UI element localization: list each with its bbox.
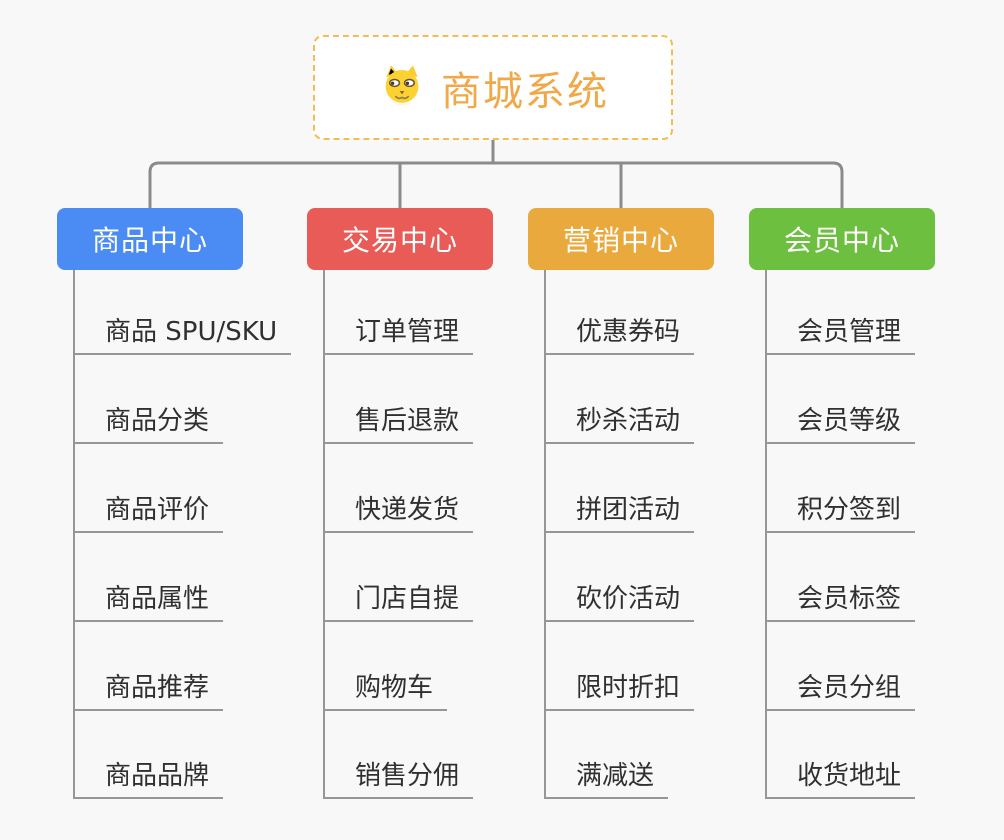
subtopic-item[interactable]: 限时折扣 xyxy=(544,670,695,711)
subtopic-item[interactable]: 拼团活动 xyxy=(544,492,695,533)
branch-rail-line xyxy=(148,161,844,208)
root-topic[interactable]: 商城系统 xyxy=(313,35,673,140)
subtopic-item[interactable]: 商品分类 xyxy=(73,403,224,444)
subtopic-item[interactable]: 收货地址 xyxy=(765,758,916,799)
subtopic-item[interactable]: 优惠券码 xyxy=(544,314,695,355)
subtopic-item[interactable]: 砍价活动 xyxy=(544,581,695,622)
subtopic-item[interactable]: 门店自提 xyxy=(323,581,474,622)
branch-spine-line xyxy=(544,270,546,799)
subtopic-item[interactable]: 满减送 xyxy=(544,758,669,799)
subtopic-item[interactable]: 销售分佣 xyxy=(323,758,474,799)
subtopic-item[interactable]: 商品推荐 xyxy=(73,670,224,711)
branch-node-trade-center[interactable]: 交易中心 xyxy=(307,208,493,270)
subtopic-item[interactable]: 商品评价 xyxy=(73,492,224,533)
branch-spine-line xyxy=(765,270,767,799)
subtopic-item[interactable]: 会员等级 xyxy=(765,403,916,444)
subtopic-item[interactable]: 售后退款 xyxy=(323,403,474,444)
subtopic-item[interactable]: 商品属性 xyxy=(73,581,224,622)
subtopic-item[interactable]: 积分签到 xyxy=(765,492,916,533)
subtopic-item[interactable]: 会员分组 xyxy=(765,670,916,711)
branch-node-product-center[interactable]: 商品中心 xyxy=(57,208,243,270)
subtopic-item[interactable]: 会员标签 xyxy=(765,581,916,622)
dog-face-icon xyxy=(385,64,419,106)
branch-node-marketing-center[interactable]: 营销中心 xyxy=(528,208,714,270)
subtopic-item[interactable]: 会员管理 xyxy=(765,314,916,355)
root-topic-label: 商城系统 xyxy=(441,68,609,115)
subtopic-item[interactable]: 商品 SPU/SKU xyxy=(73,314,292,355)
branch-spine-line xyxy=(73,270,75,799)
subtopic-item[interactable]: 商品品牌 xyxy=(73,758,224,799)
subtopic-item[interactable]: 订单管理 xyxy=(323,314,474,355)
subtopic-item[interactable]: 秒杀活动 xyxy=(544,403,695,444)
branch-spine-line xyxy=(323,270,325,799)
branch-node-member-center[interactable]: 会员中心 xyxy=(749,208,935,270)
subtopic-item[interactable]: 购物车 xyxy=(323,670,448,711)
subtopic-item[interactable]: 快递发货 xyxy=(323,492,474,533)
